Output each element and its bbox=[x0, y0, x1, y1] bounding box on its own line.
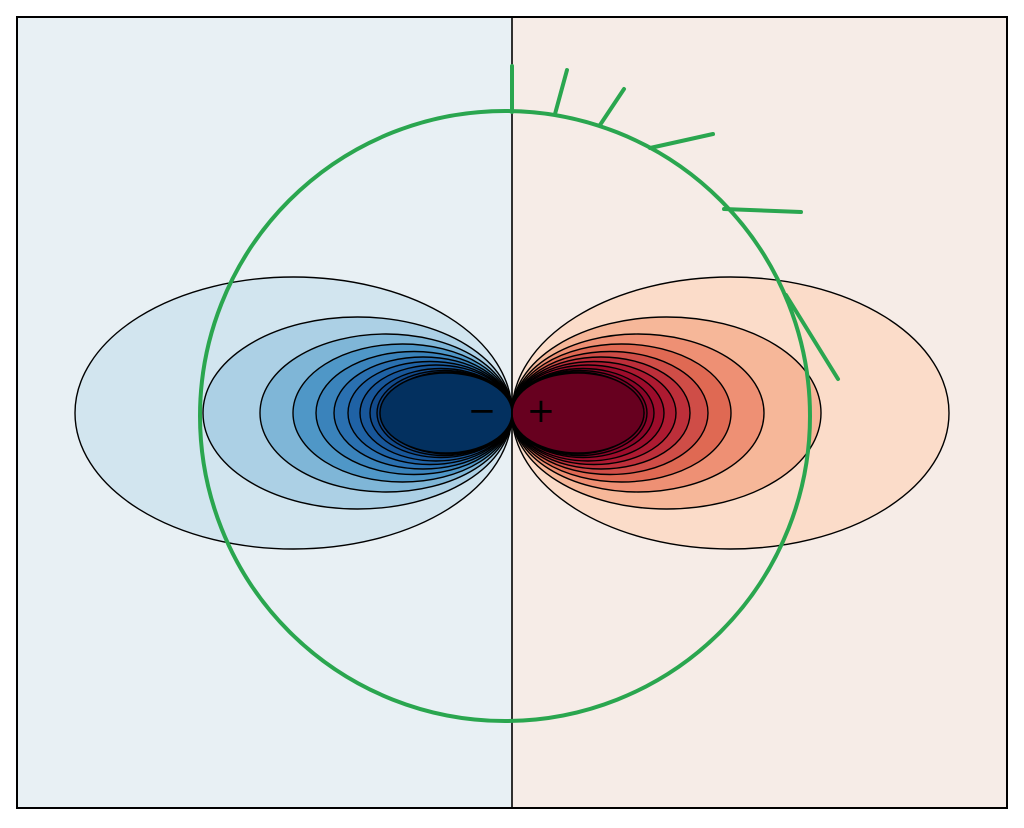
positive-charge-label: + bbox=[527, 391, 556, 431]
field-tick-6 bbox=[784, 293, 840, 381]
negative-charge-label: − bbox=[468, 391, 497, 431]
field-tick-3 bbox=[598, 87, 626, 127]
field-tick-5 bbox=[722, 207, 803, 214]
field-tick-4 bbox=[648, 132, 715, 150]
plot-frame bbox=[16, 16, 1008, 809]
negative-equipotential-contours bbox=[74, 276, 513, 550]
green-circle-path bbox=[198, 109, 812, 723]
field-tick-2 bbox=[553, 68, 569, 116]
field-direction-ticks bbox=[510, 64, 840, 381]
positive-equipotential-contours bbox=[511, 276, 950, 550]
